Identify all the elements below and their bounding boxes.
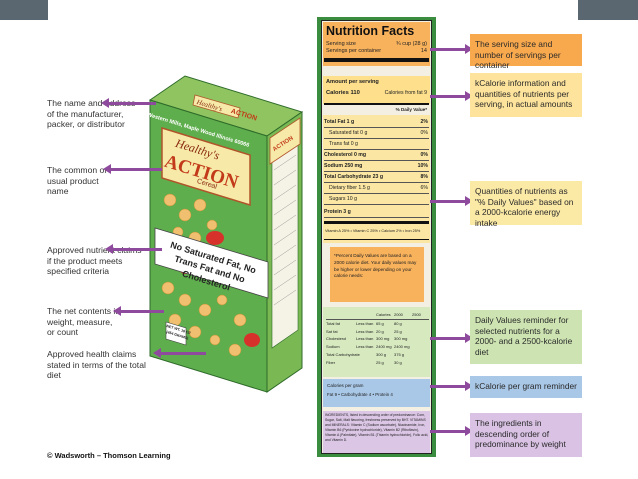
nf-vitamins: Vitamin A 25% • Vitamin C 25% • Calcium … xyxy=(325,229,421,233)
desc-kcalorie-info: kCalorie information and quantities of n… xyxy=(470,73,582,117)
arrow-serving-size xyxy=(430,44,473,54)
title-bar-inner xyxy=(48,0,578,20)
nf-title: Nutrition Facts xyxy=(326,24,415,38)
box-title-badge xyxy=(161,126,251,207)
arrow-kcal-per-gram xyxy=(430,381,473,391)
label-health-claims: Approved health claims stated in terms o… xyxy=(47,349,146,380)
arrow-daily-values xyxy=(430,196,473,206)
box-side-panel xyxy=(271,131,299,349)
nf-serving-size: Serving size xyxy=(326,41,356,47)
desc-ingredients: The ingredients in descending order of p… xyxy=(470,413,582,457)
nf-servings-per: Servings per container xyxy=(326,48,382,54)
title-bar xyxy=(0,0,638,20)
nf-calorie-band xyxy=(323,76,430,104)
arrow-net-contents xyxy=(113,306,164,316)
nf-dv-reminder-band xyxy=(323,307,430,377)
label-nutrient-claims: Approved nutrient claims if the product … xyxy=(47,245,142,276)
nf-row: Sugars 10 g xyxy=(324,196,429,205)
arrow-nutrient-claims xyxy=(105,244,162,254)
arrow-kcalorie-info xyxy=(430,91,473,101)
nf-row: Trans fat 0 g xyxy=(324,141,429,150)
nf-ingredients-band xyxy=(323,411,430,453)
arrow-ingredients xyxy=(430,426,473,436)
arrow-product-name xyxy=(103,164,162,174)
nf-amount: Amount per serving xyxy=(326,79,379,85)
nf-row: Protein 3 g xyxy=(324,209,429,218)
label-manufacturer: The name and address of the manufacturer… xyxy=(47,98,136,129)
desc-daily-values: Quantities of nutrients as "% Daily Valu… xyxy=(470,181,582,228)
nf-dv-head: % Daily Value* xyxy=(395,107,427,112)
label-net-contents: The net contents in weight, measure, or … xyxy=(47,306,121,337)
nf-cal-per-gram: Calories per gram xyxy=(327,383,364,388)
desc-kcal-per-gram: kCalorie per gram reminder xyxy=(470,376,582,398)
desc-serving-size: The serving size and number of servings … xyxy=(470,34,582,70)
nf-serving-size-val: ¾ cup (28 g) xyxy=(396,41,427,47)
nutrition-facts-panel: Nutrition Facts Serving size ¾ cup (28 g… xyxy=(317,17,436,457)
desc-dv-reminder: Daily Values reminder for selected nutri… xyxy=(470,310,582,364)
nf-footnote: *Percent Daily Values are based on a 200… xyxy=(334,253,417,279)
nf-ingredients: INGREDIENTS, listed in descending order … xyxy=(325,413,429,442)
copyright-credit: © Wadsworth – Thomson Learning xyxy=(47,451,171,460)
nf-cal-per-gram-vals: Fat 9 • Carbohydrate 4 • Protein 4 xyxy=(327,392,393,397)
nf-calories-fat: Calories from fat 9 xyxy=(384,90,427,96)
arrow-dv-reminder xyxy=(430,333,473,343)
arrow-manufacturer xyxy=(101,98,156,108)
label-product-name: The common or usual product name xyxy=(47,165,108,196)
nf-calories: Calories 110 xyxy=(326,90,360,96)
arrow-health-claims xyxy=(153,348,206,358)
box-claim-banner xyxy=(154,227,269,299)
nutrition-facts-label: Nutrition Facts Serving size ¾ cup (28 g… xyxy=(321,20,432,454)
nf-cal-gram-band xyxy=(323,379,430,407)
nf-footnote-box xyxy=(330,247,424,302)
nf-servings-per-val: 14 xyxy=(420,48,427,54)
